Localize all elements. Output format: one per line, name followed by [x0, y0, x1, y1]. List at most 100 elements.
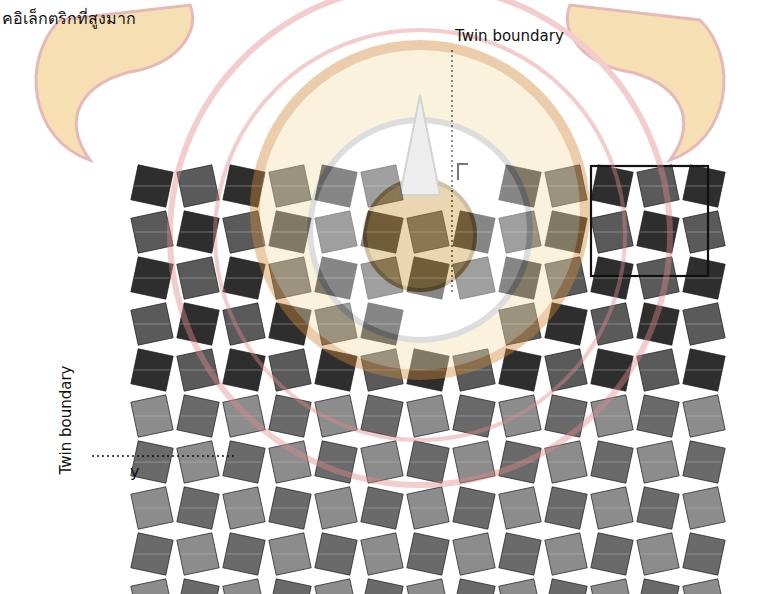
- octahedron-edge: [594, 186, 629, 187]
- octahedron: [177, 533, 219, 575]
- octahedron: [683, 533, 725, 575]
- octahedron: [269, 579, 311, 594]
- octahedron-edge: [640, 324, 675, 325]
- octahedron: [223, 441, 265, 483]
- octahedron-edge: [640, 508, 675, 509]
- boundary-label: Twin boundary: [57, 366, 75, 475]
- watermark-ring: [170, 0, 670, 485]
- octahedron-edge: [594, 416, 629, 417]
- octahedron: [545, 487, 587, 529]
- octahedron: [407, 487, 449, 529]
- octahedron-edge: [180, 232, 215, 233]
- octahedron: [637, 533, 679, 575]
- watermark-center: [365, 180, 475, 290]
- octahedron: [131, 303, 173, 345]
- octahedron: [683, 165, 725, 207]
- octahedron-edge: [272, 370, 307, 371]
- twin-boundary-line: [92, 455, 236, 457]
- octahedron: [683, 257, 725, 299]
- octahedron-edge: [272, 416, 307, 417]
- octahedron: [177, 579, 219, 594]
- octahedron: [453, 579, 495, 594]
- octahedron: [131, 165, 173, 207]
- octahedron: [453, 487, 495, 529]
- octahedron: [545, 533, 587, 575]
- octahedron: [407, 395, 449, 437]
- octahedron-edge: [594, 278, 629, 279]
- octahedron: [131, 395, 173, 437]
- octahedron: [269, 533, 311, 575]
- octahedron-edge: [640, 370, 675, 371]
- watermark-ornament: [36, 5, 193, 160]
- octahedron: [499, 487, 541, 529]
- octahedron-edge: [134, 554, 169, 555]
- watermark-ornament: [567, 5, 724, 160]
- octahedron: [683, 487, 725, 529]
- octahedron-edge: [226, 554, 261, 555]
- octahedron: [177, 395, 219, 437]
- octahedron: [269, 349, 311, 391]
- octahedron-edge: [456, 416, 491, 417]
- octahedron-edge: [640, 554, 675, 555]
- octahedron: [683, 441, 725, 483]
- octahedron: [131, 487, 173, 529]
- octahedron-edge: [686, 554, 721, 555]
- octahedron: [269, 487, 311, 529]
- octahedron: [361, 487, 403, 529]
- octahedron-edge: [410, 508, 445, 509]
- octahedron: [591, 395, 633, 437]
- octahedron: [223, 533, 265, 575]
- octahedron-edge: [410, 554, 445, 555]
- octahedron-edge: [686, 232, 721, 233]
- octahedron-edge: [364, 416, 399, 417]
- octahedron: [315, 579, 357, 594]
- octahedron: [223, 349, 265, 391]
- octahedron: [591, 441, 633, 483]
- octahedron: [637, 487, 679, 529]
- octahedron: [637, 349, 679, 391]
- octahedron-edge: [502, 508, 537, 509]
- octahedron: [177, 487, 219, 529]
- octahedron: [269, 395, 311, 437]
- octahedron: [177, 211, 219, 253]
- octahedron: [131, 211, 173, 253]
- octahedron-edge: [548, 462, 583, 463]
- octahedron-edge: [410, 416, 445, 417]
- octahedron-edge: [594, 554, 629, 555]
- octahedron-edge: [180, 508, 215, 509]
- octahedron-edge: [226, 370, 261, 371]
- octahedron-edge: [180, 462, 215, 463]
- octahedron-edge: [548, 508, 583, 509]
- octahedron: [637, 395, 679, 437]
- octahedron: [131, 257, 173, 299]
- octahedron: [361, 579, 403, 594]
- octahedron-edge: [134, 232, 169, 233]
- octahedron-edge: [548, 324, 583, 325]
- octahedron: [177, 257, 219, 299]
- octahedron-edge: [686, 278, 721, 279]
- octahedron: [499, 533, 541, 575]
- caption-text: คอิเล็กตริกที่สูงมาก: [2, 6, 136, 31]
- octahedron-edge: [640, 186, 675, 187]
- octahedron-edge: [640, 278, 675, 279]
- octahedron-edge: [364, 508, 399, 509]
- octahedron-edge: [594, 508, 629, 509]
- watermark-ring: [215, 30, 625, 440]
- octahedron-edge: [318, 554, 353, 555]
- octahedron-edge: [134, 370, 169, 371]
- octahedron-edge: [548, 416, 583, 417]
- octahedron-edge: [272, 462, 307, 463]
- octahedron-edge: [134, 462, 169, 463]
- octahedron-edge: [502, 554, 537, 555]
- octahedron-edge: [180, 554, 215, 555]
- octahedron: [407, 533, 449, 575]
- octahedron: [591, 165, 633, 207]
- octahedron-edge: [410, 462, 445, 463]
- unit-cell-box: [591, 166, 708, 276]
- axis-label: y: [130, 462, 139, 481]
- octahedron-edge: [686, 462, 721, 463]
- octahedron-edge: [502, 370, 537, 371]
- octahedron: [683, 579, 725, 594]
- octahedron: [637, 165, 679, 207]
- octahedron: [177, 441, 219, 483]
